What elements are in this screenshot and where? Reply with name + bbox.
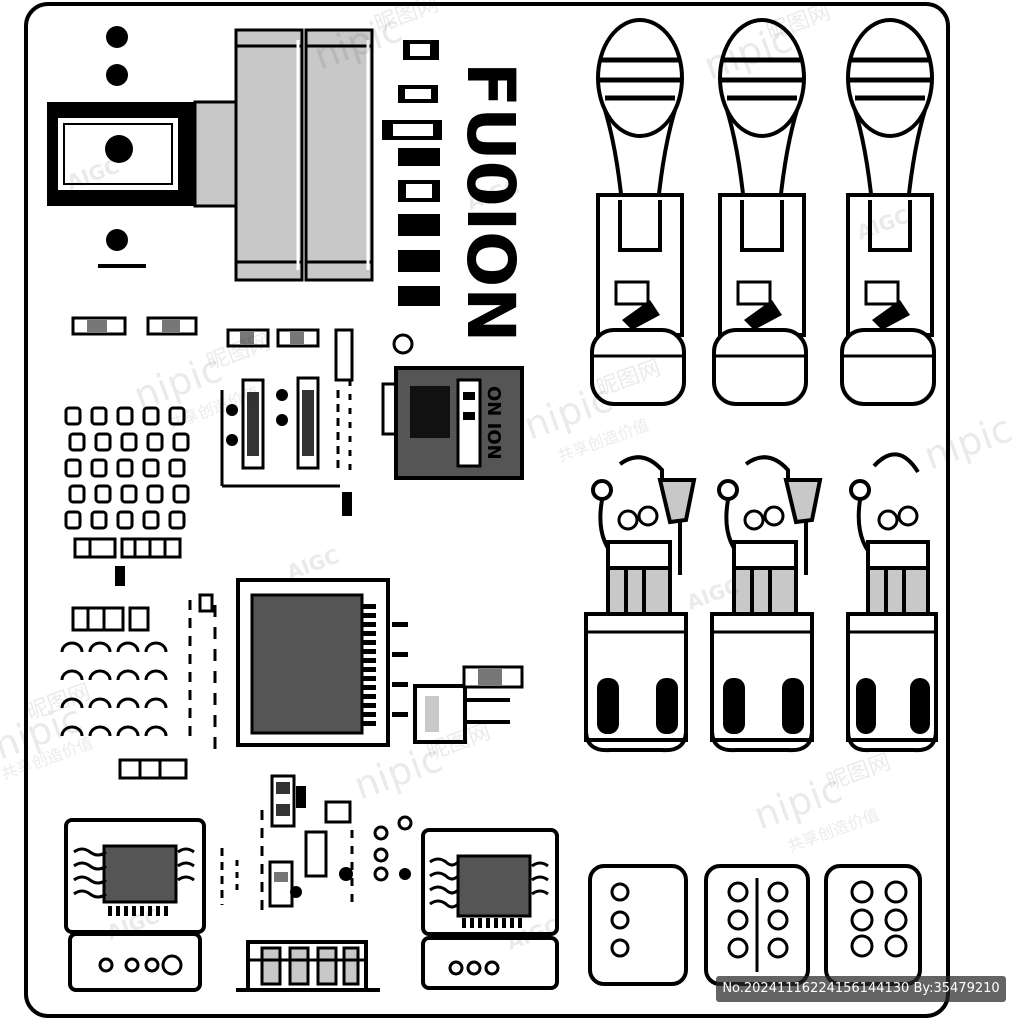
mic-connector-3 — [840, 18, 936, 406]
capacitor — [94, 484, 112, 504]
chip-pin — [362, 631, 376, 636]
capacitor — [64, 406, 82, 426]
capacitor — [90, 406, 108, 426]
inductor-coil — [116, 725, 140, 737]
chip-pin — [362, 622, 376, 627]
pin-header-small — [71, 537, 188, 780]
button-pad-1 — [588, 864, 688, 986]
chip-lead — [392, 712, 408, 717]
capacitor — [120, 432, 138, 452]
jack-module-1 — [584, 455, 697, 753]
chip-pin — [362, 712, 376, 717]
inductor-coil — [88, 669, 112, 681]
inductor-coil — [60, 697, 84, 709]
mic-connector-1 — [590, 18, 686, 406]
inductor-coil — [116, 697, 140, 709]
capacitor — [116, 510, 134, 530]
capacitor — [146, 484, 164, 504]
pad-column — [382, 40, 442, 306]
capacitor — [64, 458, 82, 478]
inductor-coil — [144, 669, 168, 681]
capacitor — [142, 458, 160, 478]
chip-pin — [362, 676, 376, 681]
inductor-coil — [144, 697, 168, 709]
chip-pin — [362, 649, 376, 654]
capacitor — [168, 458, 186, 478]
chip-pin — [362, 721, 376, 726]
capacitor — [90, 458, 108, 478]
chip-pin — [362, 640, 376, 645]
rf-module-text: ON ION — [483, 386, 504, 460]
capacitor-grid — [64, 406, 190, 530]
soic-module-right — [421, 828, 559, 990]
resistor-row — [71, 316, 414, 382]
jack-module-2 — [710, 455, 823, 753]
capacitor — [120, 484, 138, 504]
vertical-silkscreen-label: FU0ION — [452, 62, 529, 343]
capacitor — [168, 406, 186, 426]
inductor-coil — [60, 641, 84, 653]
two-pin-connector — [413, 665, 524, 744]
capacitor — [68, 432, 86, 452]
main-processor-chip — [188, 578, 408, 750]
chip-pin — [362, 604, 376, 609]
capacitor — [172, 432, 190, 452]
chip-pin — [362, 685, 376, 690]
capacitor — [146, 432, 164, 452]
capacitor — [172, 484, 190, 504]
inductor-coil — [88, 697, 112, 709]
capacitor — [116, 458, 134, 478]
inductor-coils — [60, 641, 168, 737]
inductor-coil — [116, 669, 140, 681]
bottom-center-parts — [236, 774, 413, 992]
chip-pin — [362, 658, 376, 663]
capacitor — [142, 406, 160, 426]
mic-connector-2 — [712, 18, 808, 406]
inductor-coil — [116, 641, 140, 653]
capacitor — [142, 510, 160, 530]
inductor-coil — [88, 641, 112, 653]
fuse-holder — [47, 26, 374, 282]
chip-lead — [392, 622, 408, 627]
chip-pin — [362, 703, 376, 708]
image-id-label: No.20241116224156144130 By:35479210 — [716, 976, 1006, 1002]
capacitor — [68, 484, 86, 504]
inductor-coil — [88, 725, 112, 737]
capacitor — [90, 510, 108, 530]
capacitor — [116, 406, 134, 426]
chip-pin — [362, 694, 376, 699]
chip-pin — [362, 613, 376, 618]
inductor-coil — [144, 725, 168, 737]
capacitor — [64, 510, 82, 530]
rf-module: ON ION — [381, 366, 524, 480]
jack-module-3 — [846, 452, 938, 753]
capacitor — [168, 510, 186, 530]
soic-module-left — [64, 818, 239, 992]
inductor-coil — [60, 669, 84, 681]
chip-pin — [362, 667, 376, 672]
inductor-coil — [60, 725, 84, 737]
chip-lead — [392, 652, 408, 657]
button-pad-3 — [824, 864, 922, 986]
chip-pins — [362, 604, 408, 726]
transistor-cluster — [220, 376, 352, 516]
button-pad-2 — [704, 864, 810, 986]
inductor-coil — [144, 641, 168, 653]
chip-lead — [392, 682, 408, 687]
capacitor — [94, 432, 112, 452]
